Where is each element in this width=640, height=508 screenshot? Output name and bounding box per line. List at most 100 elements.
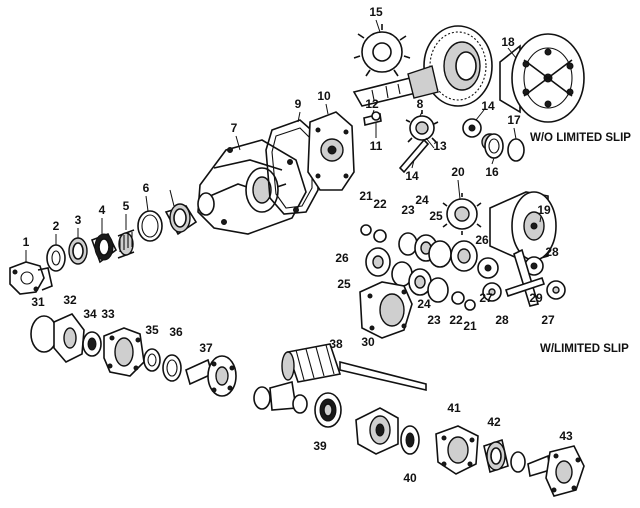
callout-3: 3 xyxy=(75,213,82,227)
callout-26a: 26 xyxy=(335,251,349,265)
callout-6: 6 xyxy=(143,181,150,195)
part-4-outer-race xyxy=(90,232,118,264)
part-19-lsd-case xyxy=(489,191,557,263)
caption-without-limited-slip: W/O LIMITED SLIP xyxy=(530,132,631,144)
part-cross-shaft xyxy=(398,138,430,174)
callout-14a: 14 xyxy=(405,169,419,183)
part-27-28-29-pinions xyxy=(477,248,566,307)
callout-17: 17 xyxy=(507,113,521,127)
part-10-cover xyxy=(307,111,355,191)
part-20-side-gear-lsd xyxy=(442,193,482,235)
part-18-differential-case xyxy=(499,33,585,123)
callout-36: 36 xyxy=(169,325,183,339)
callout-35: 35 xyxy=(145,323,159,337)
part-26-pressure-ring xyxy=(365,240,478,277)
callout-21a: 21 xyxy=(359,189,373,203)
part-16-side-bearing xyxy=(484,133,504,159)
callout-2: 2 xyxy=(53,219,60,233)
callout-8: 8 xyxy=(417,97,424,111)
part-snap-ring xyxy=(510,451,526,473)
part-34-seal xyxy=(82,331,102,357)
callout-19: 19 xyxy=(537,203,551,217)
callout-40: 40 xyxy=(403,471,417,485)
callout-30: 30 xyxy=(361,335,375,349)
callout-23b: 23 xyxy=(427,313,441,327)
part-42-wheel-bearing xyxy=(483,438,509,474)
callout-28b: 28 xyxy=(495,313,509,327)
callout-22b: 22 xyxy=(449,313,463,327)
callout-16: 16 xyxy=(485,165,499,179)
part-40-seal xyxy=(400,425,420,455)
callout-12: 12 xyxy=(365,97,379,111)
part-39-inner-joint xyxy=(314,392,342,428)
callout-13: 13 xyxy=(433,139,447,153)
callout-24b: 24 xyxy=(417,297,431,311)
callout-43: 43 xyxy=(559,429,573,443)
callout-42: 42 xyxy=(487,415,501,429)
callout-1: 1 xyxy=(23,235,30,249)
callout-24a: 24 xyxy=(415,193,429,207)
callout-18: 18 xyxy=(501,35,515,49)
part-23-24-25-clutch-discs xyxy=(391,232,452,303)
part-31-o-ring xyxy=(30,315,58,353)
callout-33: 33 xyxy=(101,307,115,321)
part-37-cv-joint xyxy=(185,355,237,397)
part-43-drive-flange xyxy=(527,445,585,497)
part-8-pinion-shaft xyxy=(352,65,439,107)
part-boot-assembly xyxy=(253,380,308,414)
part-7-carrier-housing xyxy=(197,139,307,235)
callout-23a: 23 xyxy=(401,203,415,217)
callout-21b: 21 xyxy=(463,319,477,333)
callout-34: 34 xyxy=(83,307,97,321)
callout-39: 39 xyxy=(313,439,327,453)
callout-5: 5 xyxy=(123,199,130,213)
callout-25b: 25 xyxy=(337,277,351,291)
callout-38: 38 xyxy=(329,337,343,351)
part-4b-bearing-cup xyxy=(164,203,198,236)
callout-14b: 14 xyxy=(481,99,495,113)
part-21-washer xyxy=(360,224,476,311)
part-hub-knuckle xyxy=(355,407,399,455)
part-33-side-flange xyxy=(103,327,145,377)
part-9-gasket xyxy=(265,119,319,215)
callout-26b: 26 xyxy=(475,233,489,247)
caption-with-limited-slip: W/LIMITED SLIP xyxy=(540,343,629,355)
part-12-pin xyxy=(363,111,382,126)
callout-4: 4 xyxy=(99,203,106,217)
callout-37: 37 xyxy=(199,341,213,355)
callout-11: 11 xyxy=(370,139,383,153)
callout-10: 10 xyxy=(317,89,331,103)
leader-lines xyxy=(25,19,542,262)
callout-27a: 27 xyxy=(479,291,493,305)
callout-7: 7 xyxy=(231,121,238,135)
part-22-washer xyxy=(373,229,465,305)
callout-15: 15 xyxy=(369,5,383,19)
part-side-gear xyxy=(405,110,439,143)
part-36-ring xyxy=(162,354,182,382)
part-32-seal-plate xyxy=(53,313,85,363)
callout-20: 20 xyxy=(451,165,465,179)
callout-29: 29 xyxy=(529,291,543,305)
callout-25a: 25 xyxy=(429,209,443,223)
part-17-shim xyxy=(507,138,525,162)
callout-41: 41 xyxy=(447,401,461,415)
callout-27b: 27 xyxy=(541,313,555,327)
part-1-companion-flange xyxy=(9,261,53,295)
part-3-bearing xyxy=(68,237,88,265)
callout-numbers: 1 2 3 4 5 6 7 8 9 10 11 12 13 14 14 15 1… xyxy=(23,5,573,485)
callout-9: 9 xyxy=(295,97,302,111)
callout-28a: 28 xyxy=(545,245,559,259)
part-ring-gear xyxy=(423,25,493,107)
callout-32: 32 xyxy=(63,293,77,307)
part-41-hub-flange xyxy=(435,425,479,475)
callout-22a: 22 xyxy=(373,197,387,211)
part-38-halfshaft xyxy=(281,343,427,392)
part-6-shim xyxy=(137,210,163,242)
part-30-lsd-housing-half xyxy=(359,281,413,339)
callout-31: 31 xyxy=(31,295,45,309)
part-2-seal xyxy=(46,244,66,272)
part-15-thrust-washer xyxy=(353,24,411,77)
part-5-spacer xyxy=(117,229,135,259)
part-35-bearing xyxy=(143,348,161,372)
